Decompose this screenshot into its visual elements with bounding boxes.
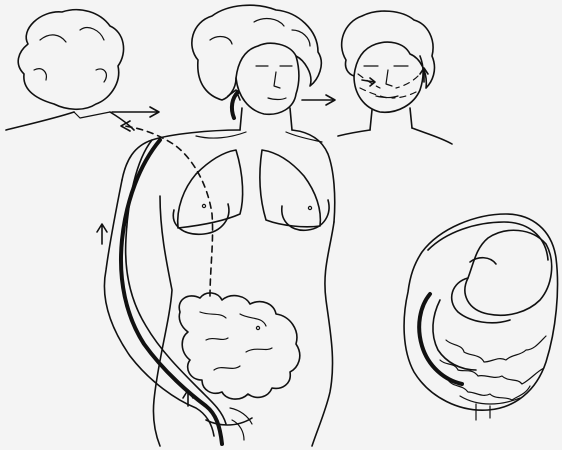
back-view-shoulders <box>6 112 134 130</box>
central-face <box>236 56 299 114</box>
jaw-arrow <box>228 90 240 118</box>
left-lung <box>178 150 243 228</box>
back-view-hair <box>18 10 123 110</box>
face-detail-face <box>354 56 423 112</box>
right-breast <box>282 200 329 230</box>
face-detail-figure <box>338 11 452 144</box>
central-figure <box>122 5 335 446</box>
dashed-pathway <box>121 121 213 296</box>
abdominal-cross-section <box>404 214 557 420</box>
central-hair <box>192 5 321 100</box>
right-lung <box>260 150 320 227</box>
intestines <box>179 293 300 399</box>
arrow-back-to-neck <box>112 107 159 117</box>
arrow-to-face <box>302 95 335 105</box>
arm-up-arrow <box>97 224 107 244</box>
liver-lobe <box>465 230 552 315</box>
face-detail-hair <box>342 11 435 88</box>
left-breast <box>173 204 229 234</box>
